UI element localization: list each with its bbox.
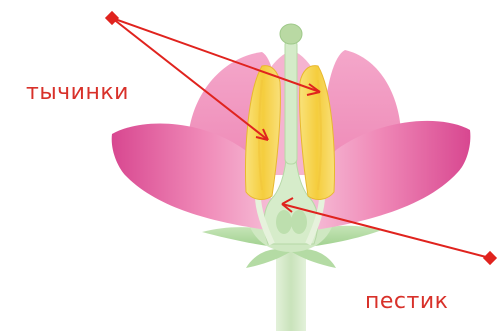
- ovule: [276, 210, 292, 234]
- ovule: [291, 210, 307, 234]
- stigma: [280, 24, 302, 44]
- pistil-pointer-dot: [483, 251, 497, 265]
- stamens-label: тычинки: [26, 82, 129, 104]
- pistil-label: пестик: [365, 291, 448, 313]
